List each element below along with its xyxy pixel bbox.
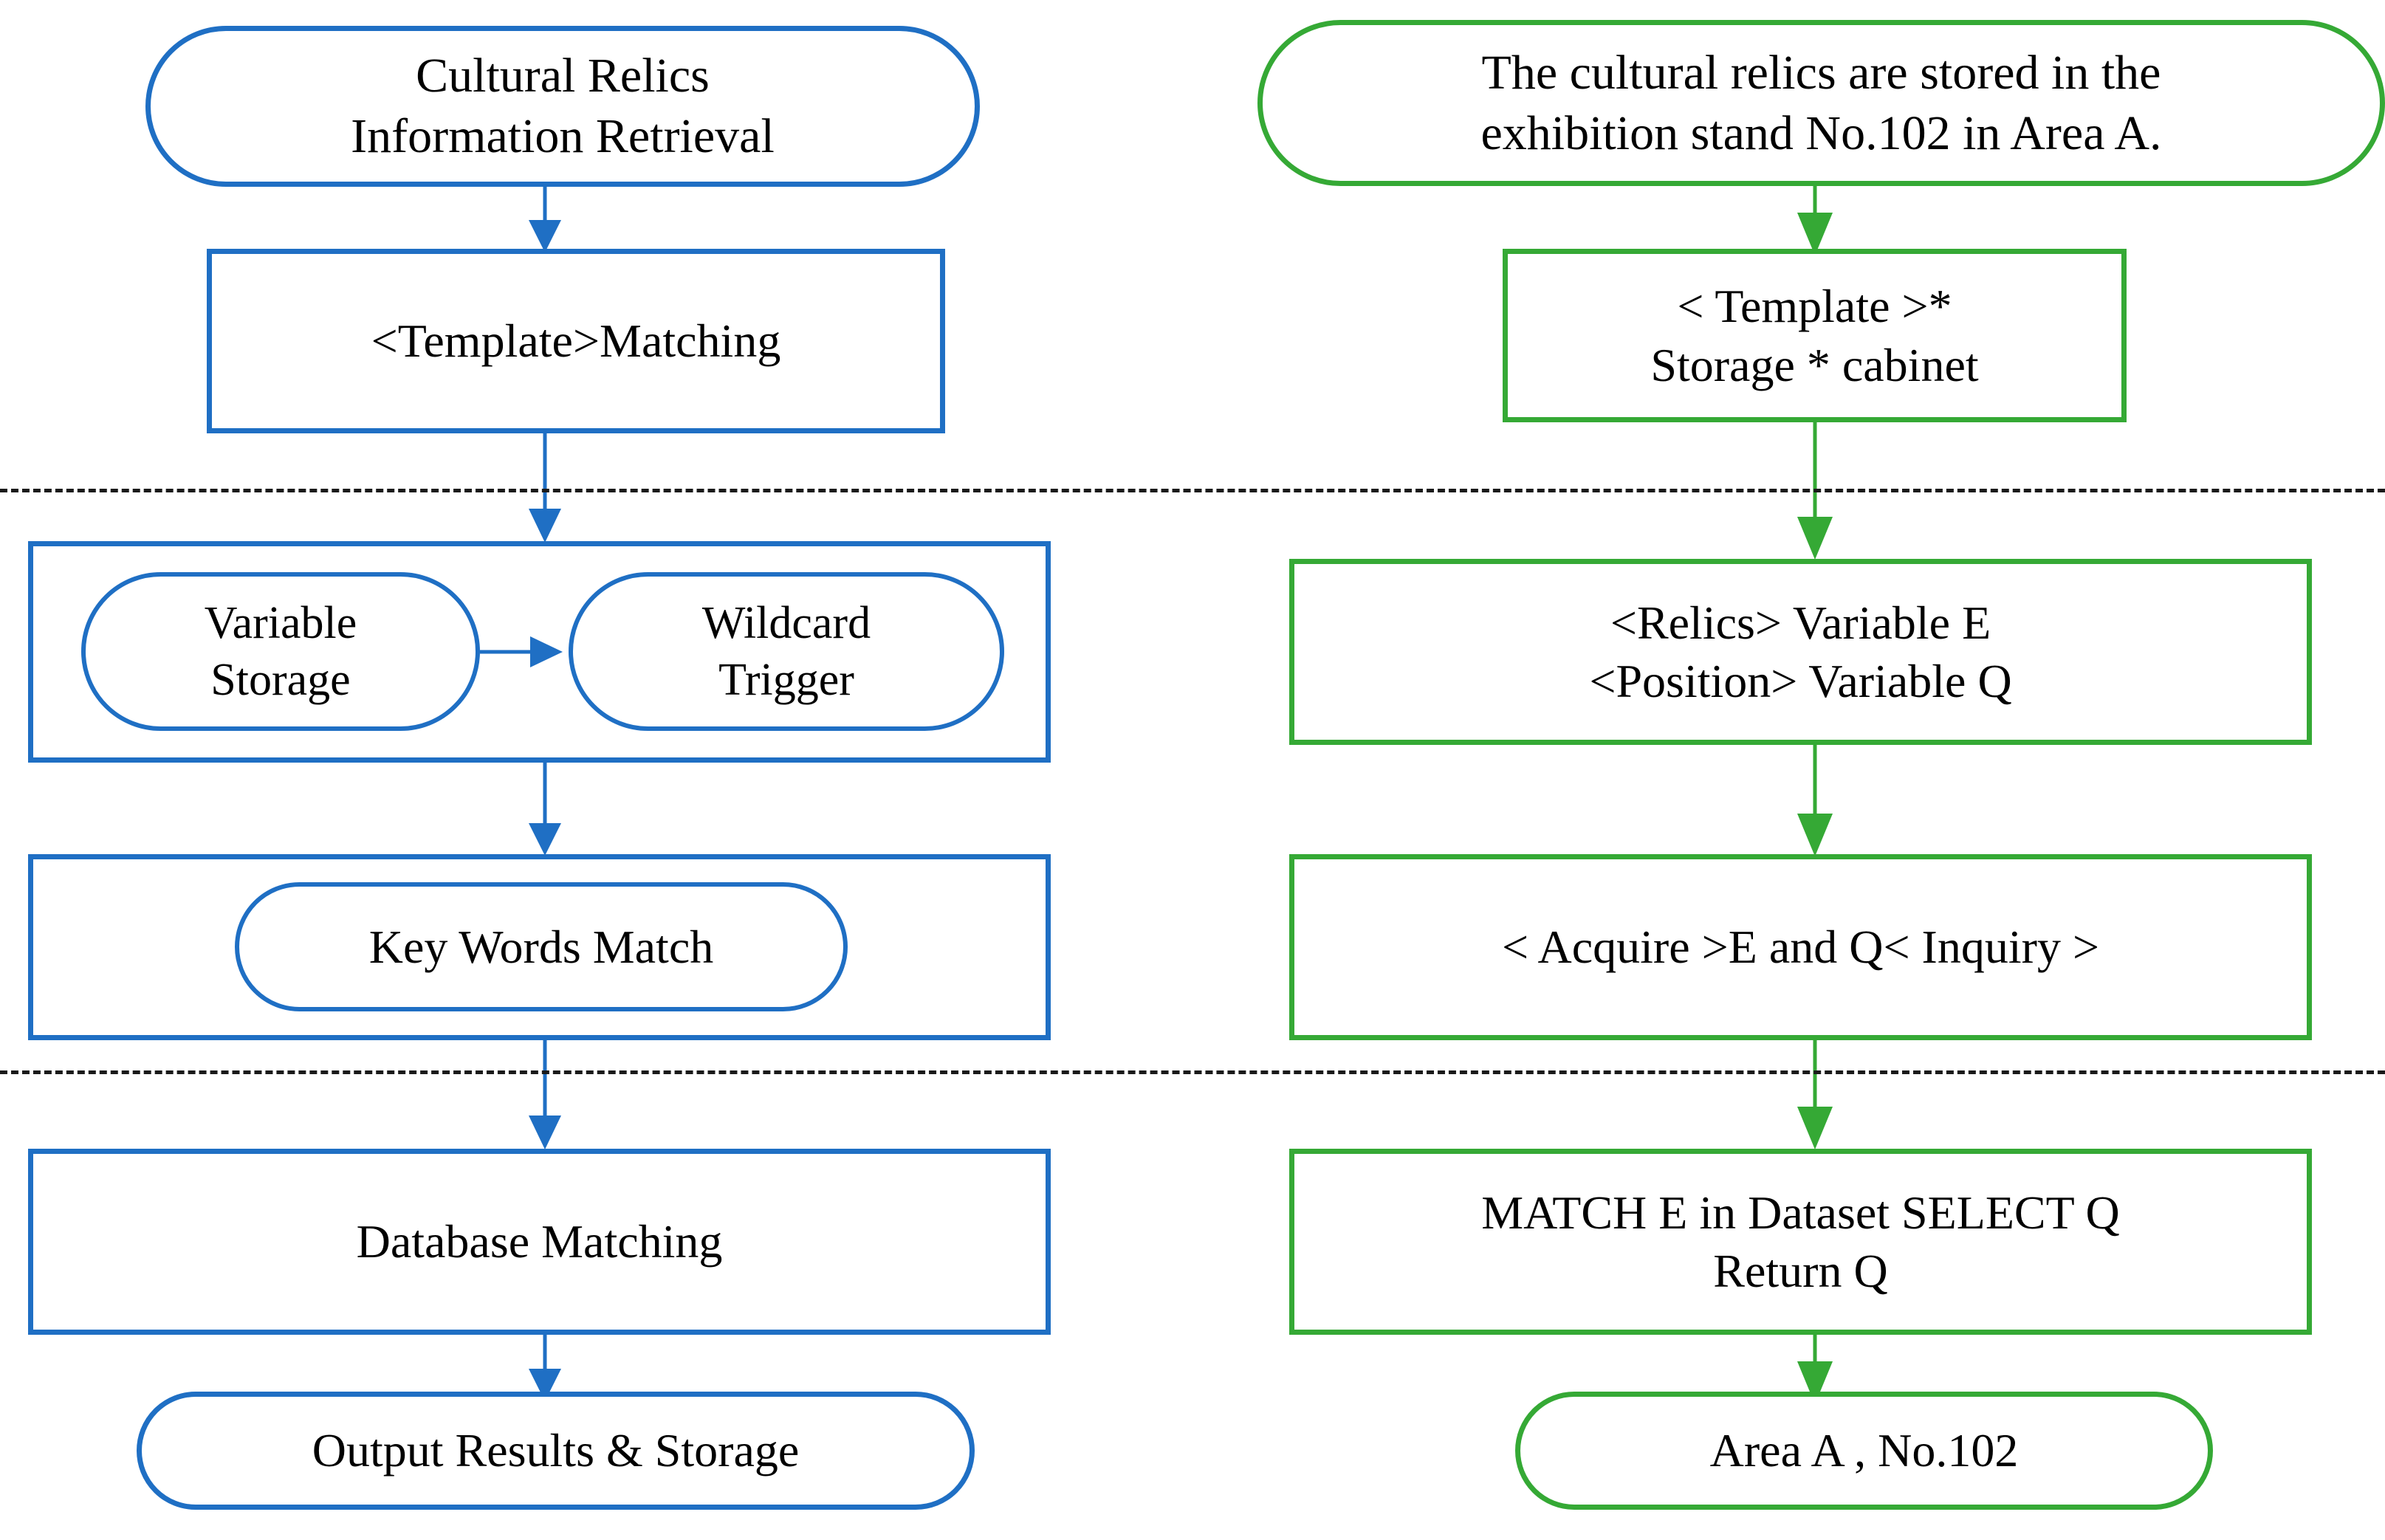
- edge-l5-to-l6: [529, 1333, 561, 1401]
- edge-r1-to-r2: [1797, 185, 1833, 255]
- edge-l4-to-l5: [529, 1039, 561, 1149]
- edge-variable-storage-to-wildcard-trigger: [480, 636, 563, 667]
- node-template-storage-cabinet[interactable]: < Template >* Storage * cabinet: [1503, 249, 2127, 422]
- node-example-utterance[interactable]: The cultural relics are stored in the ex…: [1257, 20, 2385, 186]
- node-relics-variable-e-position-variable-q[interactable]: <Relics> Variable E <Position> Variable …: [1289, 559, 2312, 745]
- node-match-e-in-dataset-select-q[interactable]: MATCH E in Dataset SELECT Q Return Q: [1289, 1149, 2312, 1335]
- node-output-results-and-storage[interactable]: Output Results & Storage: [137, 1392, 975, 1510]
- edge-r5-to-r6: [1797, 1333, 1833, 1404]
- node-wildcard-trigger[interactable]: Wildcard Trigger: [569, 572, 1004, 731]
- node-acquire-e-and-q-inquiry[interactable]: < Acquire >E and Q< Inquiry >: [1289, 854, 2312, 1040]
- node-variable-storage[interactable]: Variable Storage: [81, 572, 480, 731]
- edge-l2-to-l3: [529, 432, 561, 543]
- edge-r4-to-r5: [1797, 1039, 1833, 1149]
- node-key-words-match[interactable]: Key Words Match: [235, 882, 848, 1011]
- edge-l3-to-l4: [529, 761, 561, 856]
- edge-r3-to-r4: [1797, 743, 1833, 856]
- node-database-matching[interactable]: Database Matching: [28, 1149, 1051, 1335]
- node-template-matching[interactable]: <Template>Matching: [207, 249, 945, 433]
- stage-divider-1: [0, 489, 2385, 492]
- edge-r2-to-r3: [1797, 421, 1833, 560]
- node-cultural-relics-information-retrieval[interactable]: Cultural Relics Information Retrieval: [145, 26, 980, 187]
- node-area-a-no-102[interactable]: Area A , No.102: [1515, 1392, 2213, 1510]
- stage-divider-2: [0, 1070, 2385, 1074]
- edge-l1-to-l2: [529, 185, 561, 252]
